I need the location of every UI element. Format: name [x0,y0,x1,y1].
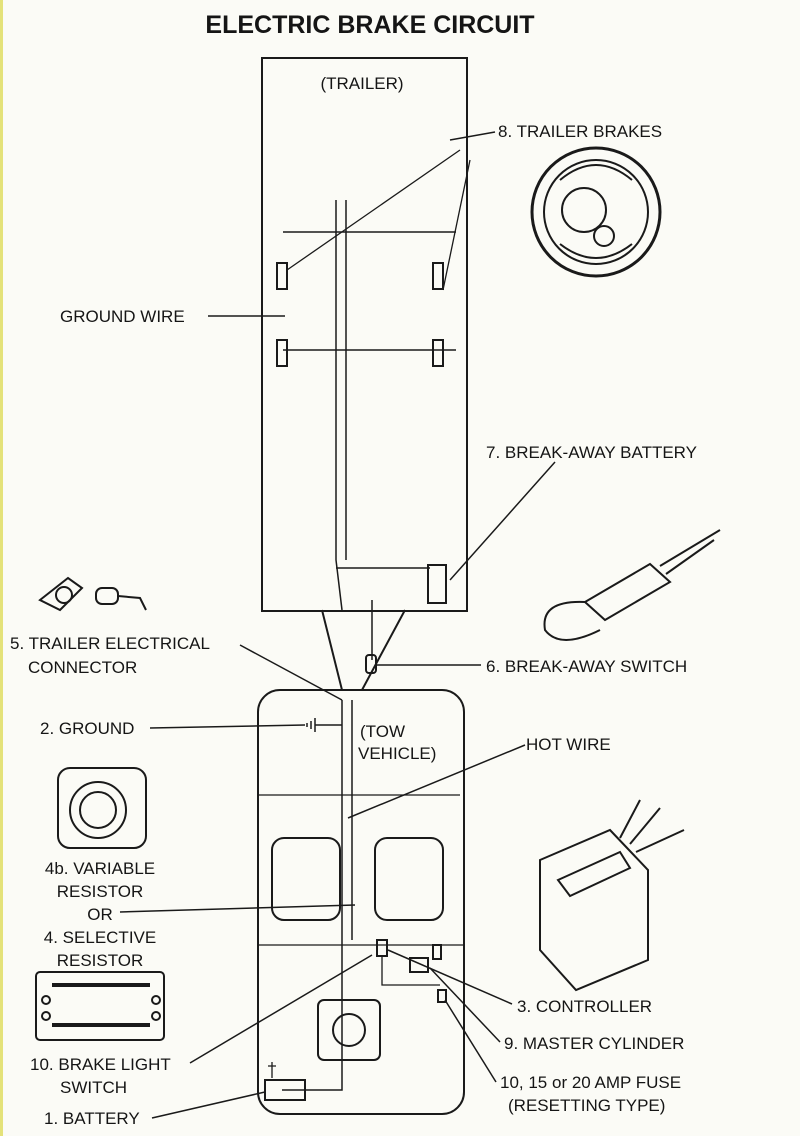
label-trailer-connector-1: 5. TRAILER ELECTRICAL [10,634,210,653]
trailer-tongue [321,609,406,691]
label-variable-resistor-1: 4b. VARIABLE [44,859,156,878]
label-brake-light-switch-2: SWITCH [60,1078,128,1097]
label-master-cylinder: 9. MASTER CYLINDER [504,1034,685,1053]
brake-switch-box [409,957,429,973]
breakaway-battery-pack [543,529,721,641]
selective-resistor [35,971,165,1041]
breakaway-battery-box [427,564,447,604]
label-trailer-brakes: 8. TRAILER BRAKES [498,122,663,141]
seat-right [374,837,444,921]
right-rear-brake [432,339,444,367]
breakaway-switch-body [365,654,377,674]
label-breakaway-battery: 7. BREAK-AWAY BATTERY [486,443,697,462]
page-edge [0,0,3,1136]
label-ground-wire: GROUND WIRE [60,307,185,326]
left-rear-brake [276,339,288,367]
label-hot-wire: HOT WIRE [526,735,611,754]
tow-vehicle-body [257,689,465,1115]
label-controller: 3. CONTROLLER [517,997,653,1016]
trailer-body [261,57,468,612]
variable-resistor [57,767,147,849]
label-brake-light-switch-1: 10. BRAKE LIGHT [30,1055,171,1074]
right-front-brake [432,262,444,290]
label-variable-resistor-2: RESISTOR [56,882,144,901]
trailer-brake-drum [530,146,662,278]
seat-left [271,837,341,921]
controller-box [376,939,388,957]
ground-symbol [306,718,342,732]
label-battery: 1. BATTERY [44,1109,140,1128]
leader-lines [119,131,556,1119]
left-front-brake [276,262,288,290]
connector-plugs [38,576,147,612]
trailer-wire-left [335,200,343,611]
tow-vehicle-label-1: (TOW [360,722,406,741]
label-trailer-connector-2: CONNECTOR [28,658,138,677]
master-cylinder-outline [317,999,381,1061]
trailer-label: (TRAILER) [320,74,404,93]
label-fuse-2: (RESETTING TYPE) [508,1096,666,1115]
label-selective-resistor-1: 4. SELECTIVE [43,928,157,947]
label-or: OR [87,905,113,924]
label-breakaway-switch: 6. BREAK-AWAY SWITCH [486,657,688,676]
fuse-box [432,944,442,960]
diagram-title: ELECTRIC BRAKE CIRCUIT [205,11,535,39]
fuse-box-2 [437,989,447,1003]
label-selective-resistor-2: RESISTOR [56,951,144,970]
hot-wire-line [282,700,343,1091]
controller-unit [539,799,685,992]
vehicle-battery [264,1079,306,1101]
tow-vehicle-label-2: VEHICLE) [358,744,437,763]
label-ground: 2. GROUND [40,719,135,738]
label-fuse-1: 10, 15 or 20 AMP FUSE [500,1073,682,1092]
